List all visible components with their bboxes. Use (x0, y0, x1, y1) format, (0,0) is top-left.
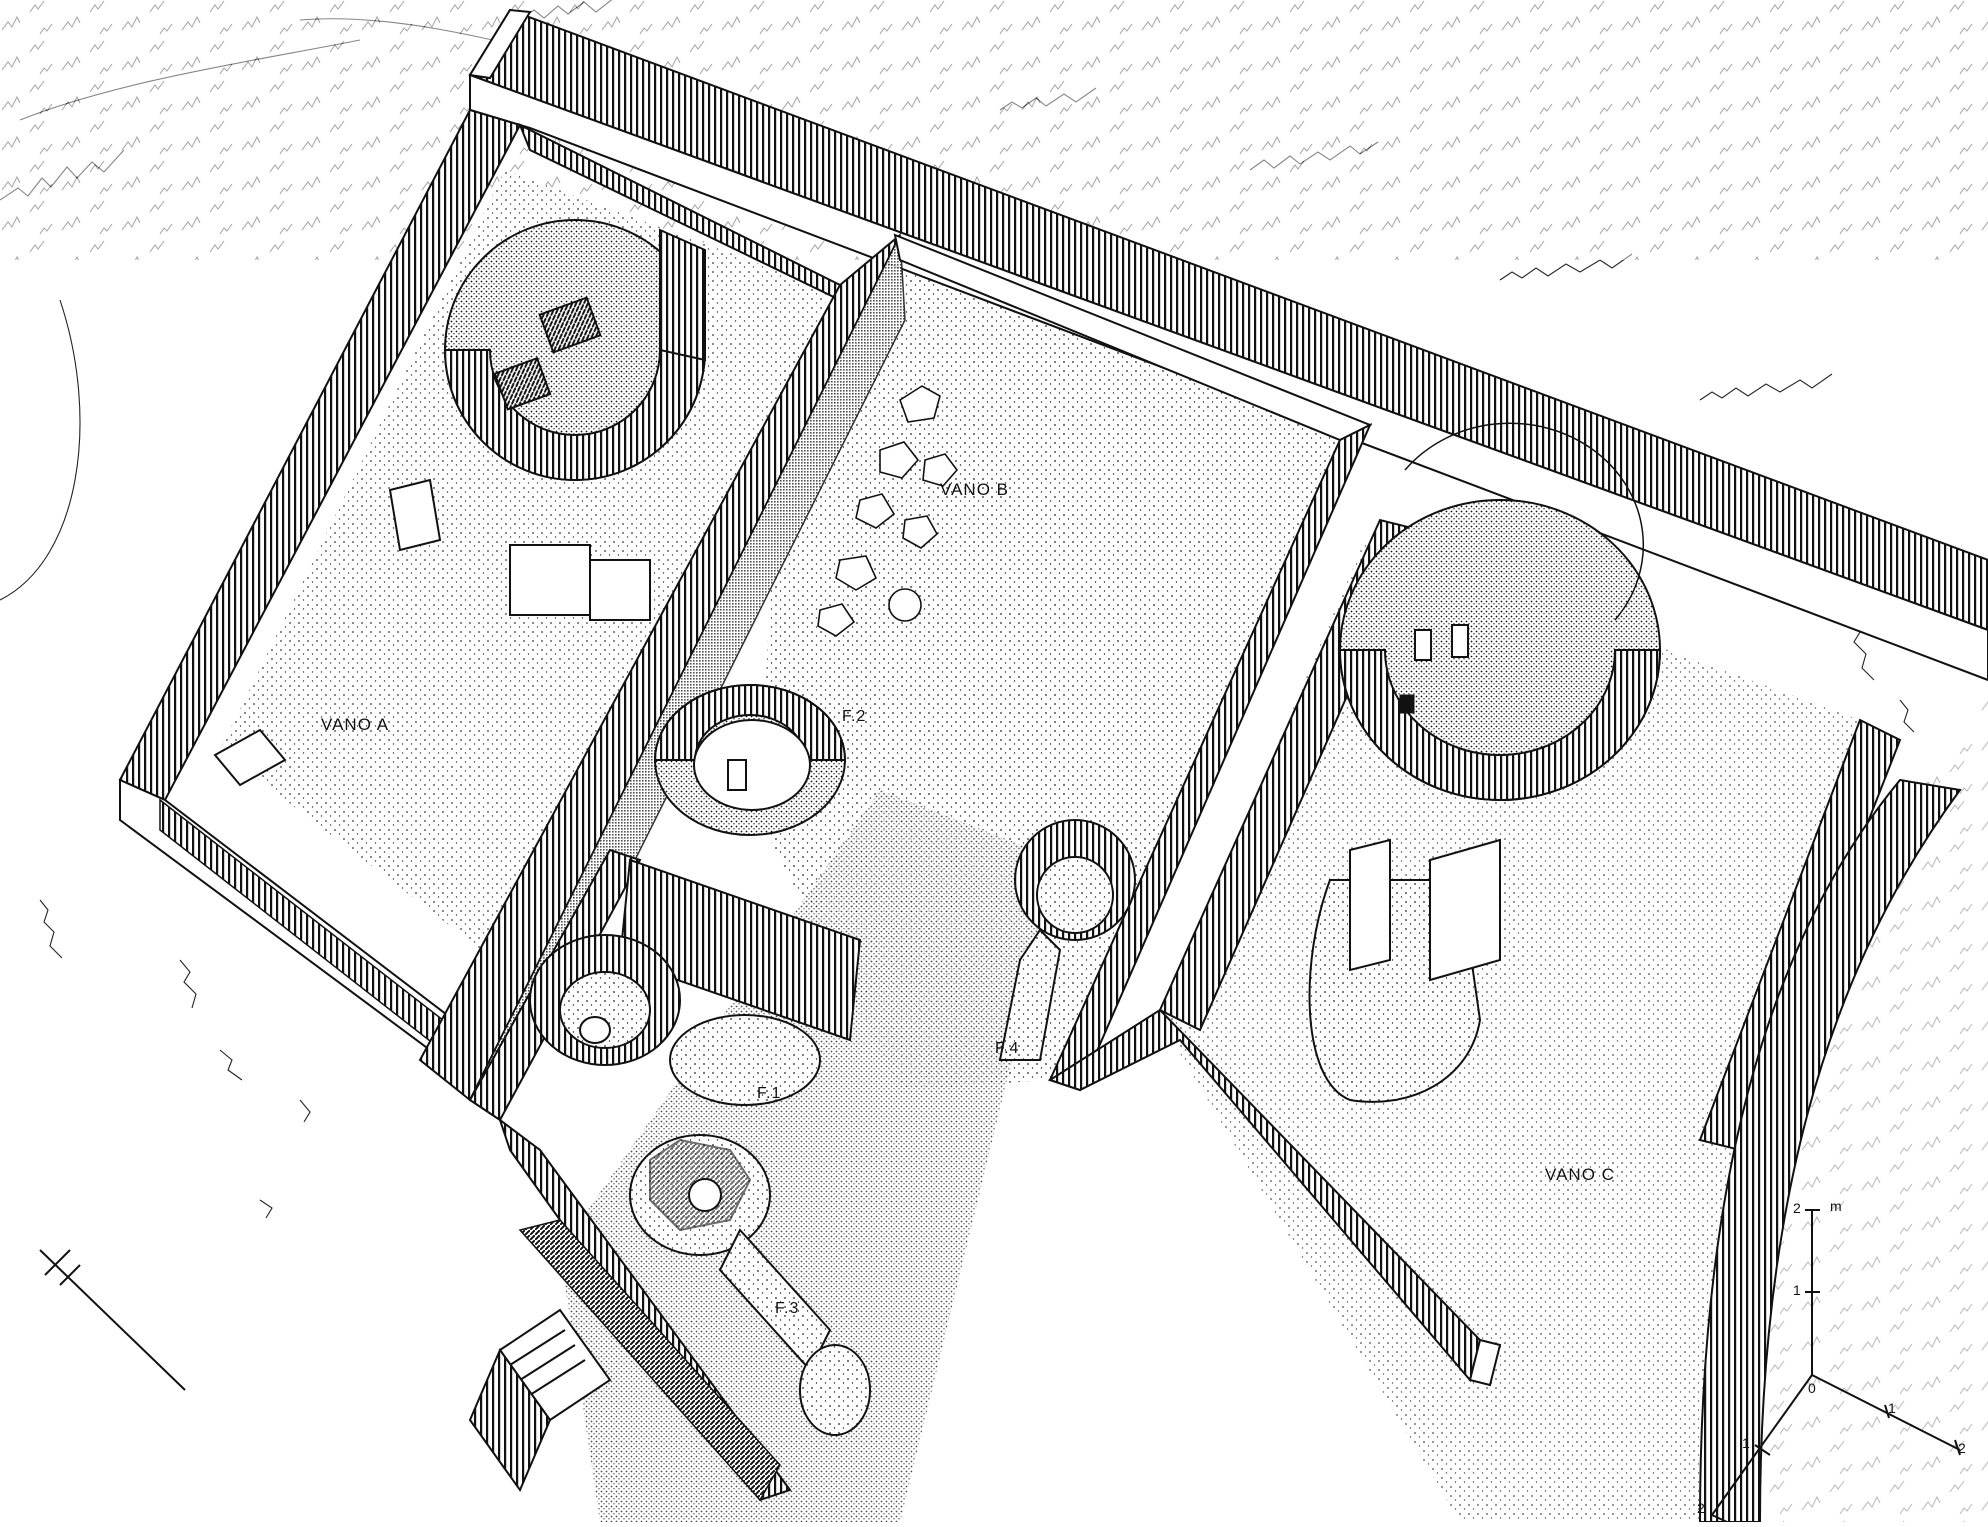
scale-unit: m (1830, 1198, 1842, 1214)
vano-c-floor (1160, 540, 1860, 1522)
scale-tick-1: 1 (1793, 1282, 1801, 1298)
f4-feature (998, 819, 1136, 1061)
corridor-floor (560, 790, 1060, 1522)
stair-block (468, 1308, 612, 1493)
vano-c-label: VANO C (1545, 1165, 1615, 1184)
f1-label: F.1 (757, 1085, 782, 1102)
f3-feature (629, 1134, 871, 1436)
scale-right-tick-2: 2 (1958, 1440, 1966, 1456)
back-wall-top (468, 8, 532, 80)
corridor-inner-block (618, 858, 862, 1042)
vano-b-paving (817, 385, 959, 637)
f1-feature (529, 934, 821, 1106)
f2-apse (653, 684, 847, 836)
scale-right-tick-1: 1 (1888, 1400, 1896, 1416)
f3-label: F.3 (775, 1300, 800, 1317)
vano-a-corner-stone (213, 728, 287, 787)
scale-bar (1711, 1209, 1961, 1523)
scale-left-tick-1: 1 (1742, 1435, 1750, 1451)
f2-label: F.2 (842, 708, 867, 725)
vano-a-label: VANO A (321, 715, 390, 734)
vano-a-apse (388, 219, 707, 621)
scale-tick-0: 0 (1808, 1380, 1816, 1396)
vano-c-apse (1308, 422, 1662, 1103)
vano-b-label: VANO B (940, 480, 1009, 499)
scale-left-tick-2: 2 (1697, 1500, 1705, 1516)
f4-label: F.4 (995, 1040, 1020, 1057)
vano-c-right-wall (1698, 718, 1902, 1152)
scale-tick-2: 2 (1793, 1200, 1801, 1216)
north-arrow-icon (39, 1249, 186, 1391)
vano-c-curved-wall (1698, 778, 1962, 1523)
